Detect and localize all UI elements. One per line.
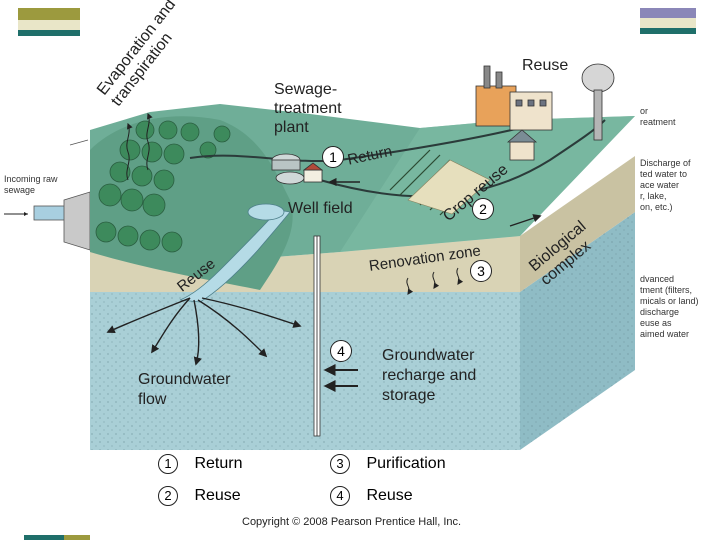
incoming-sewage-pipe [0,100,92,300]
groundwater-recharge-label: Groundwater recharge and storage [382,346,476,406]
legend-item: 4 Reuse [330,486,413,506]
deco-bar-top-right-lavender [640,8,696,18]
well-field-structure [314,236,320,436]
legend-item: 1 Return [158,454,242,474]
treatment-header-fragment: or reatment [640,106,676,128]
legend-label: Reuse [366,487,412,504]
groundwater-flow-label: Groundwater flow [138,370,231,410]
discharge-fragment: Discharge of ted water to ace water r, l… [640,158,691,213]
sewage-treatment-plant-label: Sewage- treatment plant [274,80,342,137]
copyright-notice: Copyright © 2008 Pearson Prentice Hall, … [242,516,461,528]
deco-bar-top-right-cream [640,18,696,28]
legend-item: 2 Reuse [158,486,241,506]
legend-label: Return [194,455,242,472]
factory [476,66,552,130]
deco-bar-bottom-teal [24,535,64,540]
legend-number: 4 [330,486,350,506]
right-background-panel: or reatment Discharge of ted water to ac… [636,100,720,360]
marker-3: 3 [470,260,492,282]
legend-label: Purification [366,455,445,472]
marker-4: 4 [330,340,352,362]
legend-number: 1 [158,454,178,474]
advanced-treatment-fragment: dvanced tment (filters, micals or land) … [640,274,699,340]
well-field-label: Well field [288,200,353,218]
deco-bar-top-left-olive [18,8,80,20]
legend: 1 Return 2 Reuse 3 Purification 4 Reuse [158,454,498,514]
marker-1: 1 [322,146,344,168]
deco-bar-top-left-cream [18,20,80,30]
deco-bar-top-left-teal [18,30,80,36]
legend-number: 3 [330,454,350,474]
legend-item: 3 Purification [330,454,446,474]
pond [248,204,284,220]
reuse-top-label: Reuse [522,57,568,75]
marker-2: 2 [472,198,494,220]
left-background-panel: Incoming raw sewage [0,100,92,300]
legend-label: Reuse [194,487,240,504]
deco-bar-top-right-teal [640,28,696,34]
water-reuse-diagram: Evaporation and transpiration Sewage- tr… [90,0,635,540]
legend-number: 2 [158,486,178,506]
